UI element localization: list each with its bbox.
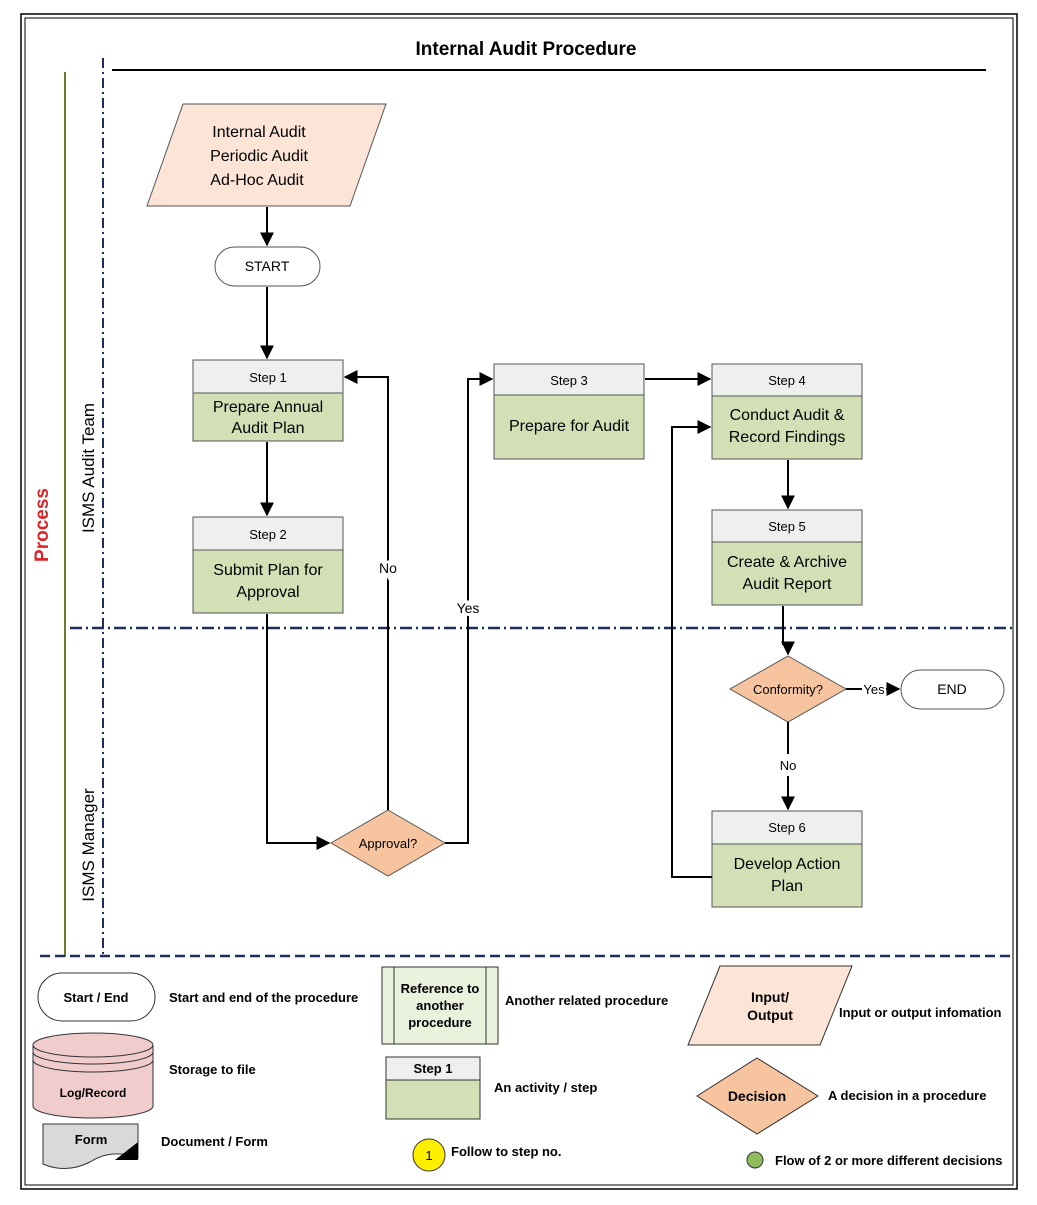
conformity-no-label: No xyxy=(780,758,797,773)
step-5-line-1: Create & Archive xyxy=(727,554,847,571)
legend-start-end: Start / End Start and end of the procedu… xyxy=(37,972,358,1022)
legend-reference-desc: Another related procedure xyxy=(505,993,668,1008)
arrow-step5-conformity xyxy=(781,606,795,656)
step-2-line-1: Submit Plan for xyxy=(213,562,323,579)
legend-reference-line-3: procedure xyxy=(408,1015,472,1030)
step-2-line-2: Approval xyxy=(236,584,299,601)
step-4-line-1: Conduct Audit & xyxy=(730,407,845,424)
arrow-step2-approval xyxy=(266,614,331,850)
approval-yes-label: Yes xyxy=(457,600,480,616)
approval-label: Approval? xyxy=(359,836,418,851)
legend-decision: Decision A decision in a procedure xyxy=(696,1057,986,1135)
step-3-line-1: Prepare for Audit xyxy=(509,418,630,435)
arrow-approval-no xyxy=(343,370,389,810)
lane-label-audit-team: ISMS Audit Team xyxy=(79,403,98,533)
step-4: Step 4 Conduct Audit & Record Findings xyxy=(711,363,863,460)
start-terminal: START xyxy=(214,246,321,287)
legend-flow: Flow of 2 or more different decisions xyxy=(746,1151,1003,1169)
legend-io-line-2: Output xyxy=(747,1007,793,1023)
step-3: Step 3 Prepare for Audit xyxy=(493,363,645,460)
legend-step-desc: An activity / step xyxy=(494,1080,597,1095)
legend-decision-desc: A decision in a procedure xyxy=(828,1088,986,1103)
legend-storage-shape: Log/Record xyxy=(60,1086,127,1100)
conformity-label: Conformity? xyxy=(753,682,823,697)
connectors xyxy=(260,207,901,878)
end-label: END xyxy=(937,681,967,697)
approval-no-label: No xyxy=(379,560,397,576)
legend-flow-desc: Flow of 2 or more different decisions xyxy=(775,1153,1003,1168)
step-4-line-2: Record Findings xyxy=(729,429,846,446)
step-1: Step 1 Prepare Annual Audit Plan xyxy=(192,359,344,442)
conformity-yes-label: Yes xyxy=(863,682,885,697)
step-6-header: Step 6 xyxy=(768,820,806,835)
legend-input-output: Input/ Output Input or output infomation xyxy=(687,965,1002,1046)
step-5-header: Step 5 xyxy=(768,519,806,534)
legend-step: Step 1 An activity / step xyxy=(385,1056,597,1120)
step-6-line-1: Develop Action xyxy=(734,856,841,873)
step-3-header: Step 3 xyxy=(550,373,588,388)
legend-io-line-1: Input/ xyxy=(751,989,789,1005)
legend-follow-desc: Follow to step no. xyxy=(451,1144,562,1159)
legend-step-shape: Step 1 xyxy=(413,1061,452,1076)
approval-decision: Approval? xyxy=(330,809,446,877)
legend-reference: Reference to another procedure Another r… xyxy=(381,966,668,1045)
inner-border xyxy=(24,17,1014,1186)
end-terminal: END xyxy=(900,669,1005,710)
step-5-line-2: Audit Report xyxy=(743,576,832,593)
step-1-line-1: Prepare Annual xyxy=(213,399,323,416)
start-label: START xyxy=(245,258,290,274)
input-line-1: Internal Audit xyxy=(212,124,306,141)
legend-reference-line-1: Reference to xyxy=(401,981,480,996)
legend-storage: Log/Record Storage to file xyxy=(32,1032,256,1119)
legend-follow: 1 Follow to step no. xyxy=(412,1138,562,1172)
legend-form-shape: Form xyxy=(75,1132,108,1147)
process-label: Process xyxy=(32,488,53,562)
outer-border xyxy=(20,13,1018,1190)
input-parallelogram: Internal Audit Periodic Audit Ad-Hoc Aud… xyxy=(146,103,387,207)
step-1-header: Step 1 xyxy=(249,370,287,385)
legend-follow-shape: 1 xyxy=(425,1148,432,1163)
legend-decision-shape: Decision xyxy=(728,1088,786,1104)
step-5: Step 5 Create & Archive Audit Report xyxy=(711,509,863,606)
step-6: Step 6 Develop Action Plan xyxy=(711,810,863,908)
input-line-2: Periodic Audit xyxy=(210,148,308,165)
step-6-line-2: Plan xyxy=(771,878,803,895)
step-1-line-2: Audit Plan xyxy=(232,420,305,437)
legend-storage-desc: Storage to file xyxy=(169,1062,256,1077)
legend-form: Form Document / Form xyxy=(42,1123,268,1169)
arrow-step6-step4 xyxy=(671,420,712,878)
page-title: Internal Audit Procedure xyxy=(416,39,637,60)
legend-form-desc: Document / Form xyxy=(161,1134,268,1149)
legend-start-end-desc: Start and end of the procedure xyxy=(169,990,358,1005)
step-2: Step 2 Submit Plan for Approval xyxy=(192,516,344,614)
step-4-header: Step 4 xyxy=(768,373,806,388)
legend-io-desc: Input or output infomation xyxy=(839,1005,1002,1020)
arrow-approval-yes xyxy=(445,372,494,844)
step-2-header: Step 2 xyxy=(249,527,287,542)
lane-label-isms-manager: ISMS Manager xyxy=(79,788,98,902)
input-line-3: Ad-Hoc Audit xyxy=(210,172,304,189)
legend-reference-line-2: another xyxy=(416,998,464,1013)
legend-start-end-shape: Start / End xyxy=(63,990,128,1005)
conformity-decision: Conformity? xyxy=(728,655,848,723)
